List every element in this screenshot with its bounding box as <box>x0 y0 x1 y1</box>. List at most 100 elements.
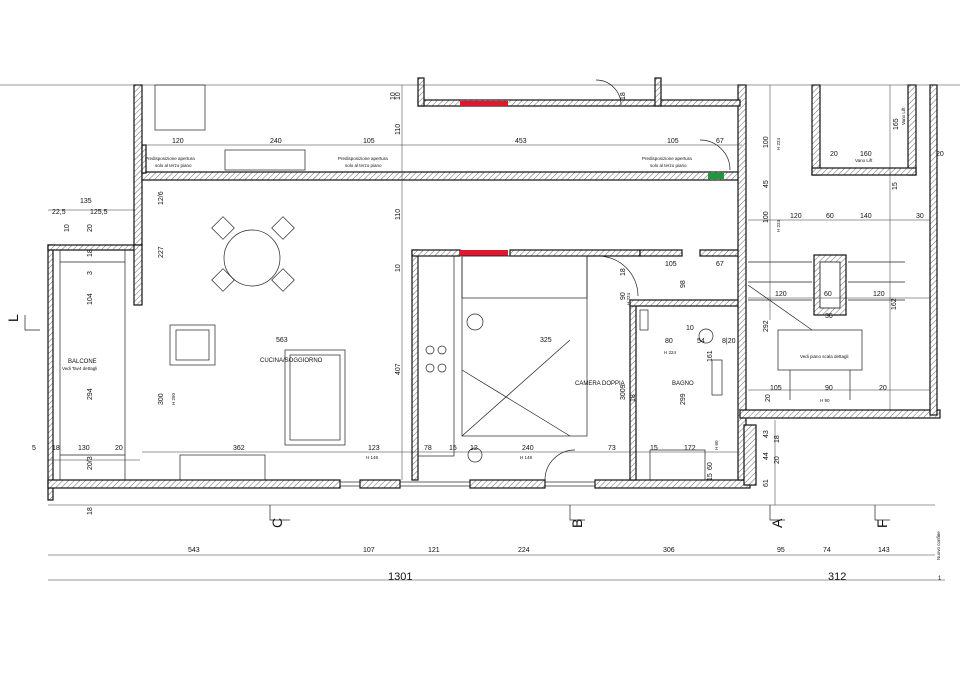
dimension-label: 105 <box>770 385 782 392</box>
dimension-label: 10 <box>64 224 71 232</box>
dimension-label: 563 <box>276 337 288 344</box>
dimension-label: 18 <box>620 92 627 100</box>
dimension-label: 100 <box>763 136 770 148</box>
section-c: C <box>269 518 285 528</box>
red-element-mid <box>460 250 508 256</box>
dimension-label: 20 <box>879 385 887 392</box>
dimension-label: 300 <box>158 393 165 405</box>
dimension-label: 306 <box>663 547 675 554</box>
dimension-label: 30 <box>916 213 924 220</box>
height-h250: H 250 <box>171 392 176 405</box>
dimension-label: 60 <box>707 462 714 470</box>
height-h148-a: H 148 <box>366 455 379 460</box>
label-nuovo-confine: Nuovo confine <box>936 531 941 560</box>
room-label-balcone: BALCONE <box>68 359 97 365</box>
dimension-label: 60 <box>824 291 832 298</box>
dimension-label: 407 <box>395 363 402 375</box>
note-pred-3b: solo al terzo piano <box>650 163 687 168</box>
height-h90: H 90 <box>820 398 830 403</box>
dimension-label: 10 <box>395 92 402 100</box>
dimension-label: 543 <box>188 547 200 554</box>
dimension-label: 44 <box>763 452 770 460</box>
dimension-label: 162 <box>891 298 898 310</box>
dimension-label: 18 <box>630 394 637 402</box>
note-pred-2b: solo al terzo piano <box>345 163 382 168</box>
dimension-texts: 120 240 105 453 105 67 100 45 100 165 15… <box>32 92 944 583</box>
dimension-label: 20 <box>115 445 123 452</box>
dimension-label: 120 <box>873 291 885 298</box>
dimension-label: 95 <box>777 547 785 554</box>
room-label-cucina: CUCINA/SOGGIORNO <box>260 358 323 364</box>
dimension-label: 18 <box>774 435 781 443</box>
dimension-label: 54 <box>697 338 705 345</box>
dimension-label: 110 <box>395 209 402 220</box>
dimension-label: 120 <box>775 291 787 298</box>
dimension-label: 10 <box>686 325 694 332</box>
dimension-label: 18 <box>87 507 94 515</box>
section-markers <box>24 315 890 521</box>
dimension-label: 312 <box>828 571 846 583</box>
dimension-label: 110 <box>395 124 402 135</box>
dimension-label: 120 <box>172 138 184 145</box>
dimension-label: 12/6 <box>158 191 165 205</box>
height-h224-a: H 224 <box>776 137 781 150</box>
dimension-label: 10 <box>390 92 397 100</box>
dimension-label: 453 <box>515 138 527 145</box>
dimension-label: 15 <box>707 473 714 481</box>
dimension-label: 5 <box>32 445 36 452</box>
dimension-label: 107 <box>363 547 375 554</box>
dimension-label: 12 <box>470 445 478 452</box>
height-h224-c: H 224 <box>626 292 631 305</box>
dimension-label: 43 <box>763 430 770 438</box>
dimension-label: 80 <box>665 338 673 345</box>
height-h224-d: H 224 <box>664 350 677 355</box>
note-pred-3a: Predisposizione apertura <box>642 156 692 161</box>
dimension-label: 325 <box>540 337 552 344</box>
red-element-top <box>460 101 508 106</box>
dimension-label: 36 <box>825 313 833 320</box>
dimension-label: 240 <box>522 445 534 452</box>
note-pred-1b: solo al terzo piano <box>155 163 192 168</box>
dimension-label: 130 <box>78 445 90 452</box>
dimension-label: 20/3 <box>87 456 94 470</box>
dimension-label: 60 <box>826 213 834 220</box>
room-note-balcone: Vedi Tav4 dettagli <box>62 366 97 371</box>
dimension-label: 121 <box>428 547 440 554</box>
dimension-label: 105 <box>363 138 375 145</box>
room-label-camera: CAMERA DOPPIA <box>575 381 625 387</box>
dimension-label: 74 <box>823 547 831 554</box>
dimension-label: 90 <box>825 385 833 392</box>
dimension-label: 125,5 <box>90 209 108 216</box>
dimension-label: 67 <box>716 261 724 268</box>
dimension-label: 67 <box>716 138 724 145</box>
section-a: A <box>769 518 785 528</box>
room-label-vano-lift-side: Vano Lift <box>901 107 906 125</box>
height-h60: H 60 <box>714 440 719 450</box>
dimension-label: 123 <box>368 445 380 452</box>
dimension-label: 90 <box>620 292 627 300</box>
dimension-label: 135 <box>80 198 92 205</box>
dimension-label: 143 <box>878 547 890 554</box>
dimension-label: 240 <box>270 138 282 145</box>
dimension-label: 15 <box>449 445 457 452</box>
dimension-label: 8|20 <box>722 338 736 345</box>
dimension-label: 1 <box>938 576 942 582</box>
dimension-label: 120 <box>790 213 802 220</box>
room-label-bagno: BAGNO <box>672 381 694 387</box>
dimension-label: 299 <box>680 393 687 405</box>
dimension-label: 160 <box>860 151 872 158</box>
height-h148-b: H 148 <box>520 455 533 460</box>
section-l: L <box>5 314 21 322</box>
dimension-label: 18 <box>52 445 60 452</box>
dimension-label: 161 <box>707 350 714 362</box>
note-pred-1a: Predisposizione apertura <box>145 156 195 161</box>
green-element <box>708 173 724 179</box>
dimension-label: 98 <box>680 280 687 288</box>
dimension-label: 3 <box>87 271 94 275</box>
dimension-label: 20 <box>774 456 781 464</box>
dimension-label: 105 <box>665 261 677 268</box>
dimension-label: 362 <box>233 445 245 452</box>
dimension-label: 224 <box>518 547 530 554</box>
dimension-label: 20 <box>936 151 944 158</box>
dimension-label: 18 <box>620 268 627 276</box>
